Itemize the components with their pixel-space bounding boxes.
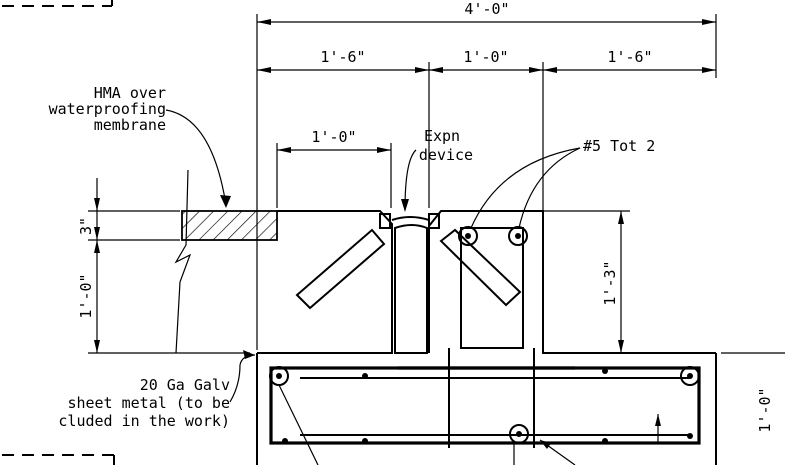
left-width-text: 1'-6" [320, 48, 365, 66]
curb-height-text: 1'-3" [601, 260, 619, 305]
curb-stirrup [460, 227, 524, 349]
left-slab [257, 210, 393, 354]
segment-width-dimensions: 1'-6" 1'-0" 1'-6" [257, 48, 716, 73]
pavement-width-dimension: 1'-0" [276, 128, 392, 208]
hma-label: HMA over waterproofing membrane [49, 84, 231, 208]
lower-depth-text: 1'-0" [756, 387, 774, 432]
break-line [174, 169, 192, 354]
top-left-dashed-fragment [2, 0, 113, 7]
lower-beam [256, 353, 717, 465]
right-curb [428, 210, 716, 354]
expansion-device [379, 213, 440, 354]
expn-label-line1: Expn [424, 127, 460, 145]
right-anchor-stud [439, 228, 522, 307]
galv-label-line3: cluded in the work) [58, 412, 230, 430]
galv-label-line1: 20 Ga Galv [140, 376, 230, 394]
lower-rebar-cage [269, 348, 701, 448]
hma-label-line3: membrane [94, 116, 166, 134]
rebar-label: #5 Tot 2 [470, 137, 655, 229]
expn-label-line2: device [419, 146, 473, 164]
bottom-left-dashed-fragment [2, 454, 115, 465]
extension-lines [256, 14, 717, 350]
lower-depth-dimension: 1'-0" [721, 352, 785, 433]
rebar-label-text: #5 Tot 2 [583, 137, 655, 155]
lower-leaders [278, 384, 576, 465]
pavement-width-text: 1'-0" [311, 128, 356, 146]
hma-label-line2: waterproofing [49, 100, 166, 118]
hma-label-line1: HMA over [94, 84, 166, 102]
deck-depth-text: 1'-0" [77, 273, 95, 318]
left-anchor-stud [295, 228, 386, 310]
hma-layer [181, 210, 278, 241]
hma-thickness-text: 3" [77, 217, 95, 235]
galv-label: 20 Ga Galv sheet metal (to be cluded in … [58, 350, 256, 430]
left-vertical-dimensions: 3" 1'-0" [77, 178, 250, 354]
center-width-text: 1'-0" [463, 48, 508, 66]
expn-label: Expn device [401, 127, 473, 212]
curb-height-dimension: 1'-3" [543, 210, 630, 353]
rebar-5 [458, 226, 528, 246]
overall-width-text: 4'-0" [464, 0, 509, 18]
right-width-text: 1'-6" [607, 48, 652, 66]
galv-label-line2: sheet metal (to be [67, 394, 230, 412]
overall-width-dimension: 4'-0" [257, 0, 716, 25]
